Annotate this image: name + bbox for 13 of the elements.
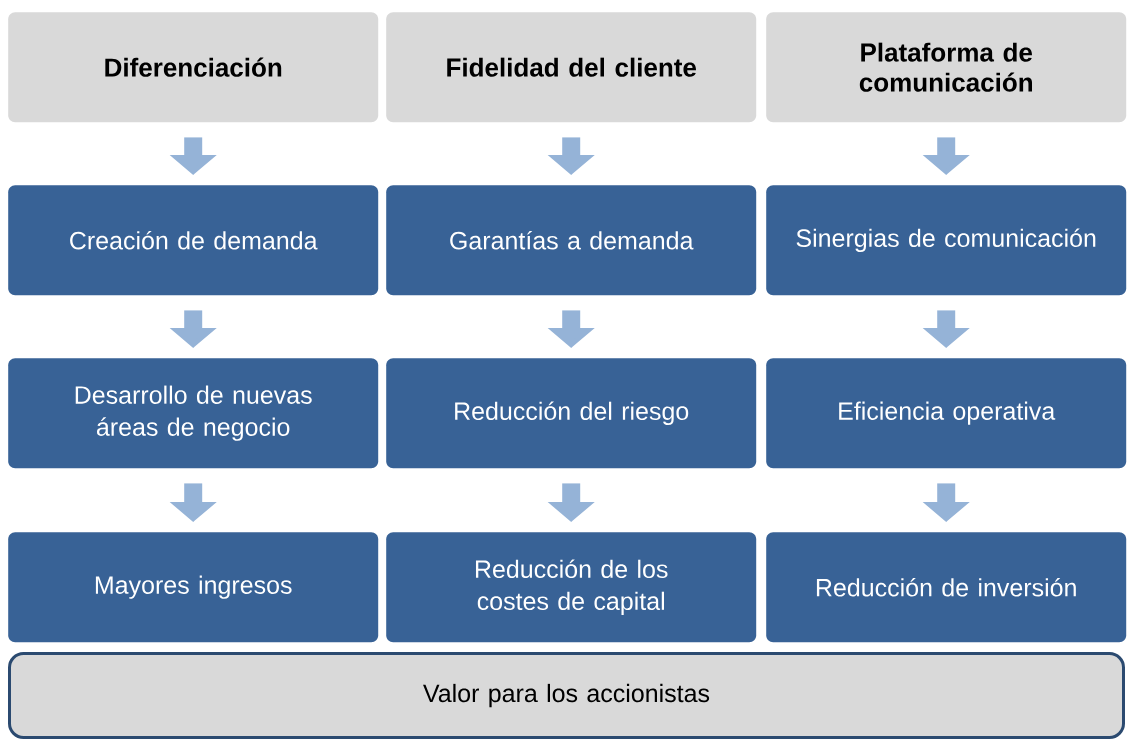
header-box: Plataforma de comunicación	[766, 12, 1127, 123]
process-box: Reducción del riesgo	[386, 358, 757, 469]
process-box: Creación de demanda	[8, 185, 379, 296]
header-box: Fidelidad del cliente	[386, 12, 757, 123]
process-box: Desarrollo de nuevas áreas de negocio	[8, 358, 379, 469]
process-box: Mayores ingresos	[8, 532, 379, 643]
process-box: Reducción de inversión	[766, 532, 1127, 643]
result-box: Valor para los accionistas	[8, 652, 1125, 739]
process-box: Garantías a demanda	[386, 185, 757, 296]
process-box: Eficiencia operativa	[766, 358, 1127, 469]
process-box: Sinergias de comunicación	[766, 185, 1127, 296]
process-box: Reducción de los costes de capital	[386, 532, 757, 643]
header-box: Diferenciación	[8, 12, 379, 123]
